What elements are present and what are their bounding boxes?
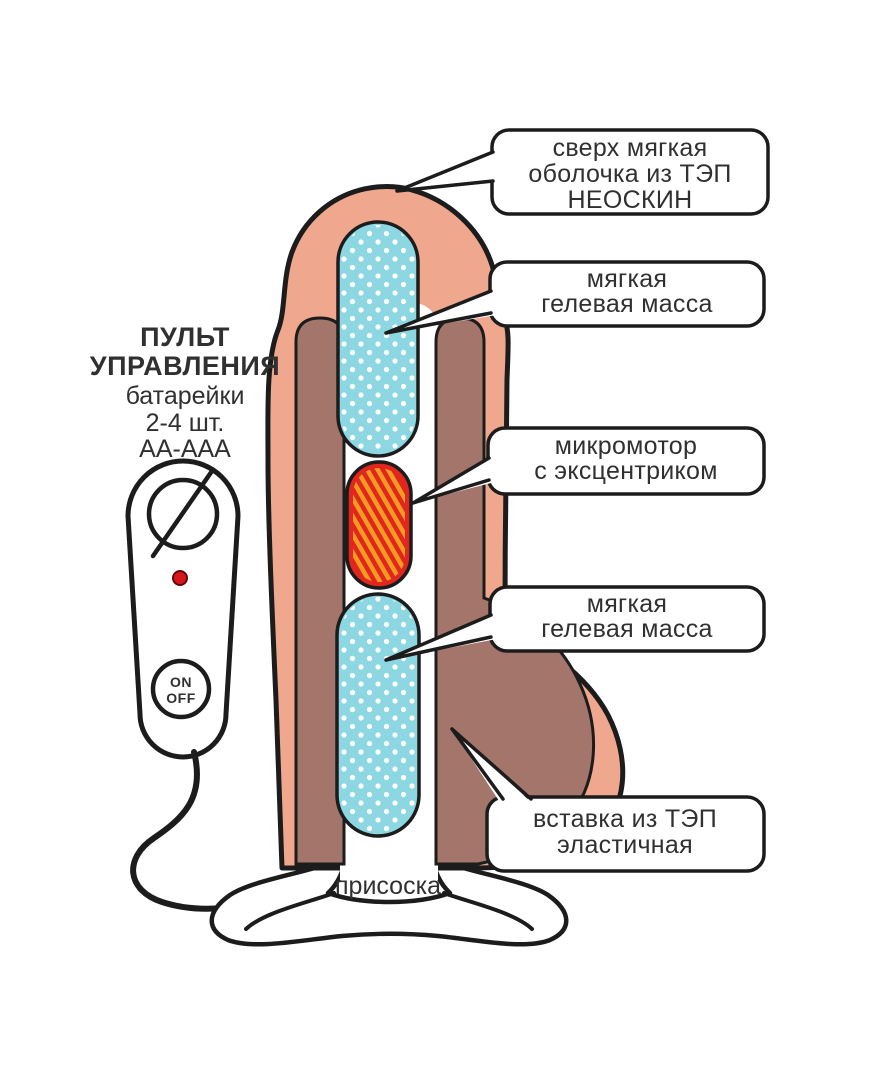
suction-base xyxy=(209,853,569,947)
power-button-off-label: OFF xyxy=(166,690,196,706)
callout-line: гелевая масса xyxy=(541,290,712,318)
suction-base-curl-left xyxy=(244,891,336,931)
callout-tail-edges xyxy=(395,150,495,193)
callout-tail-edges xyxy=(384,613,493,662)
callout-line: гелевая масса xyxy=(541,615,712,643)
suction-base-curl-right xyxy=(442,891,534,931)
remote-led-icon xyxy=(172,570,188,586)
power-button xyxy=(150,658,212,720)
remote-label: ПУЛЬТ УПРАВЛЕНИЯ батарейки 2-4 шт. АА-АА… xyxy=(90,322,280,463)
remote-dial-pointer xyxy=(150,468,215,559)
callout-line: оболочка из ТЭП xyxy=(528,160,731,188)
callout-tail-edges xyxy=(411,456,491,505)
remote-subtitle-line: батарейки xyxy=(126,382,245,410)
callout-motor: микромотор с эксцентриком xyxy=(411,426,766,505)
micromotor xyxy=(345,460,413,590)
callout-shell: сверх мягкая оболочка из ТЭП НЕОСКИН xyxy=(395,128,770,216)
callout-line: с эксцентриком xyxy=(534,457,718,485)
gel-bottom-dots xyxy=(340,597,416,833)
callout-insert: вставка из ТЭП эластичная xyxy=(450,727,766,873)
callout-tail-edges xyxy=(384,289,493,335)
suction-cup-label: присоска xyxy=(335,872,441,900)
callout-tail-edges xyxy=(450,727,533,801)
callout-gel-bottom: мягкая гелевая масса xyxy=(384,585,766,662)
callout-line: вставка из ТЭП xyxy=(533,805,717,833)
callout-line: НЕОСКИН xyxy=(568,186,693,214)
remote-title-line: УПРАВЛЕНИЯ xyxy=(90,351,280,381)
callout-line: эластичная xyxy=(557,831,693,859)
callout-line: микромотор xyxy=(555,432,697,460)
callout-line: мягкая xyxy=(587,590,668,618)
suction-base-body xyxy=(209,853,569,947)
remote-subtitle-line: АА-ААА xyxy=(139,435,231,463)
callout-line: мягкая xyxy=(587,265,668,293)
remote-control: ON OFF xyxy=(125,458,241,760)
gel-mass-bottom xyxy=(335,592,421,838)
gel-mass-top xyxy=(336,220,420,458)
callout-line: сверх мягкая xyxy=(553,134,708,162)
power-button-on-label: ON xyxy=(170,674,192,690)
callout-bubble xyxy=(485,795,766,873)
micromotor-hatch xyxy=(353,468,405,582)
callout-gel-top: мягкая гелевая масса xyxy=(384,260,766,335)
remote-title-line: ПУЛЬТ xyxy=(140,322,230,352)
remote-subtitle-line: 2-4 шт. xyxy=(146,409,225,437)
gel-top-dots xyxy=(341,225,415,453)
